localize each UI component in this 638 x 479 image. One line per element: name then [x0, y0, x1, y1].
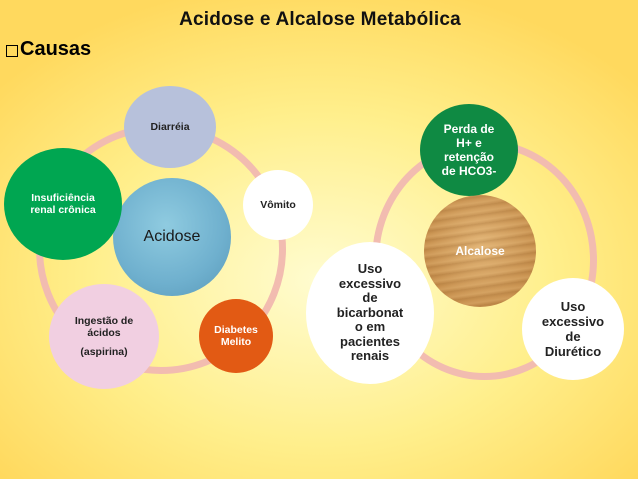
node-uso-diuretico: Uso excessivo de Diurético [522, 278, 624, 380]
node-insuficiencia-renal: Insuficiência renal crônica [4, 148, 122, 260]
section-heading: Causas [6, 38, 91, 61]
acidose-center: Acidose [113, 178, 231, 296]
node-perda-h-retencao: Perda de H+ e retenção de HCO3- [420, 104, 518, 196]
alcalose-center: Alcalose [424, 195, 536, 307]
page-title: Acidose e Alcalose Metabólica [179, 9, 461, 30]
checkbox-bullet-icon [6, 44, 18, 57]
node-diabetes-melito: Diabetes Melito [199, 299, 273, 373]
node-diarreia: Diarréia [124, 86, 216, 168]
node-uso-bicarbonato: Uso excessivo de bicarbonat o em pacient… [306, 242, 434, 384]
node-vomito: Vômito [243, 170, 313, 240]
section-label: Causas [20, 38, 92, 60]
node-ingestao-acidos: Ingestão de ácidos (aspirina) [49, 284, 159, 389]
